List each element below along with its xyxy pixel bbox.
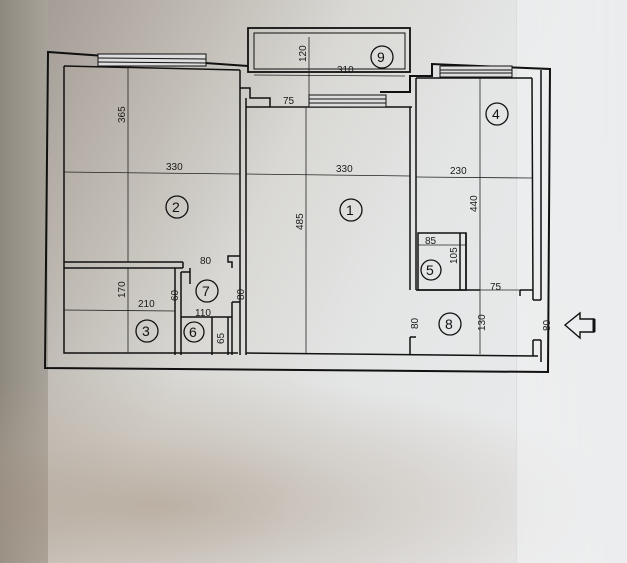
- window-room-4: [439, 65, 513, 78]
- room-label-7: 7: [195, 279, 219, 303]
- window-room-2: [97, 53, 207, 67]
- dim-door-right: 80: [542, 319, 553, 331]
- window-room-1: [308, 94, 387, 108]
- room-label-2: 2: [165, 195, 189, 219]
- dim-wc-width: 60: [170, 289, 181, 301]
- dim-corridor-side: 80: [236, 288, 247, 300]
- dim-hall-width: 110: [195, 308, 211, 319]
- svg-text:6: 6: [189, 324, 197, 340]
- svg-text:1: 1: [346, 202, 354, 218]
- dim-bath-width: 210: [138, 299, 155, 310]
- dim-bath-depth: 170: [117, 281, 128, 298]
- dim-room5-depth: 105: [449, 247, 460, 264]
- svg-text:2: 2: [172, 199, 180, 215]
- room-labels: 1 2 3 4 5 6 7 8: [135, 45, 509, 343]
- room-label-6: 6: [183, 321, 205, 343]
- room-label-5: 5: [420, 259, 442, 281]
- room-label-1: 1: [339, 198, 363, 222]
- dim-room8-depth: 130: [477, 314, 488, 331]
- svg-text:3: 3: [142, 323, 150, 339]
- dim-room4-width: 230: [450, 166, 467, 177]
- room-label-3: 3: [135, 319, 159, 343]
- dim-room1-depth: 485: [295, 213, 306, 230]
- paper-edge: [516, 0, 627, 563]
- svg-text:9: 9: [377, 49, 385, 65]
- dim-room1-width: 330: [336, 164, 353, 175]
- dimension-labels: 120 310 75 365 330 330 485 230 440 170 2…: [117, 45, 553, 344]
- dim-room5-width: 85: [425, 236, 437, 247]
- room-label-4: 4: [485, 102, 509, 126]
- dim-balcony-step: 75: [283, 96, 295, 107]
- dim-room4-depth: 440: [469, 195, 480, 212]
- room-label-8: 8: [438, 312, 462, 336]
- svg-text:8: 8: [445, 316, 453, 332]
- dim-room2-width: 330: [166, 162, 183, 173]
- svg-text:7: 7: [202, 283, 210, 299]
- dim-corridor-width: 80: [200, 256, 212, 267]
- dim-room2-depth: 365: [117, 106, 128, 123]
- inner-walls: [63, 65, 542, 362]
- dim-balcony-depth: 120: [298, 45, 309, 62]
- dim-closet-depth: 65: [216, 332, 227, 344]
- dim-door-left: 80: [410, 317, 421, 329]
- dim-room8-width: 75: [490, 282, 502, 293]
- dim-balcony-width: 310: [337, 65, 354, 76]
- svg-text:4: 4: [492, 106, 500, 122]
- svg-text:5: 5: [426, 262, 434, 278]
- dimension-lines: [63, 37, 533, 354]
- room-label-9: 9: [370, 45, 394, 69]
- entrance-arrow-icon: [563, 311, 596, 340]
